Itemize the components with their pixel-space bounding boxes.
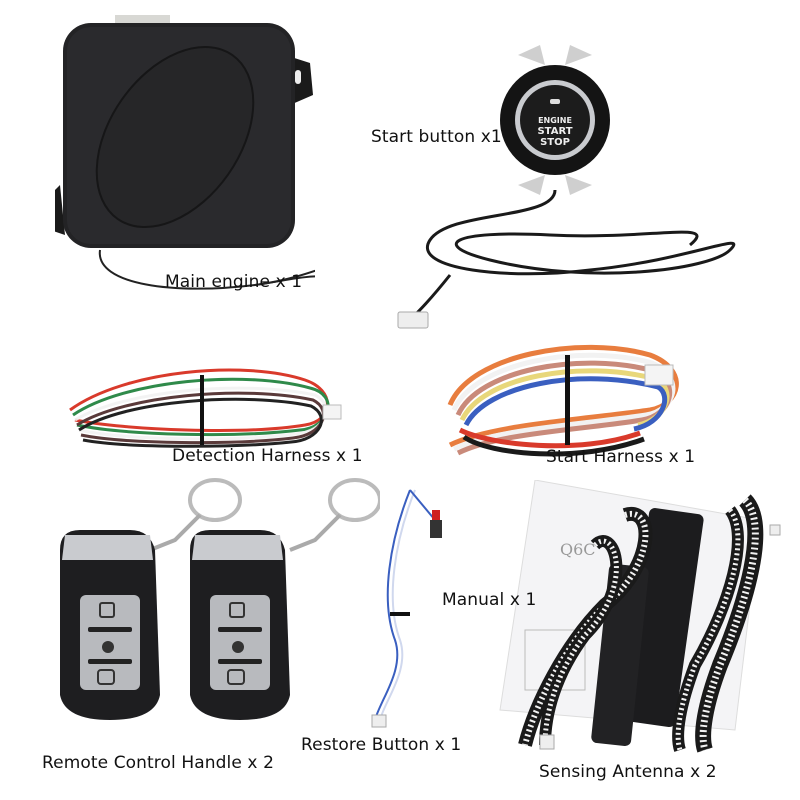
remote-control-fob-2: [180, 475, 380, 725]
remote-control-fob-1: [50, 475, 250, 725]
start-button-text-start: START: [537, 126, 572, 137]
label-restore-button: Restore Button x 1: [301, 735, 462, 755]
label-detection-harness: Detection Harness x 1: [172, 446, 363, 466]
label-remote-control: Remote Control Handle x 2: [42, 753, 274, 773]
start-button-device: ENGINE START STOP: [500, 40, 610, 200]
start-button-text-stop: STOP: [540, 137, 570, 148]
start-harness: [430, 315, 700, 465]
restore-button-cable: [360, 480, 470, 730]
start-button-text-engine: ENGINE: [538, 116, 572, 125]
label-manual: Manual x 1: [442, 590, 537, 610]
detection-harness: [65, 350, 345, 450]
label-main-engine: Main engine x 1: [165, 272, 303, 292]
start-button-cable: [390, 190, 760, 350]
label-start-button: Start button x1: [371, 127, 502, 147]
manual-cover-text: Q6C: [560, 540, 596, 559]
main-engine-module: [55, 15, 315, 335]
label-sensing-antenna: Sensing Antenna x 2: [539, 762, 717, 782]
label-start-harness: Start Harness x 1: [546, 447, 696, 467]
sensing-antenna-set: [505, 485, 785, 755]
